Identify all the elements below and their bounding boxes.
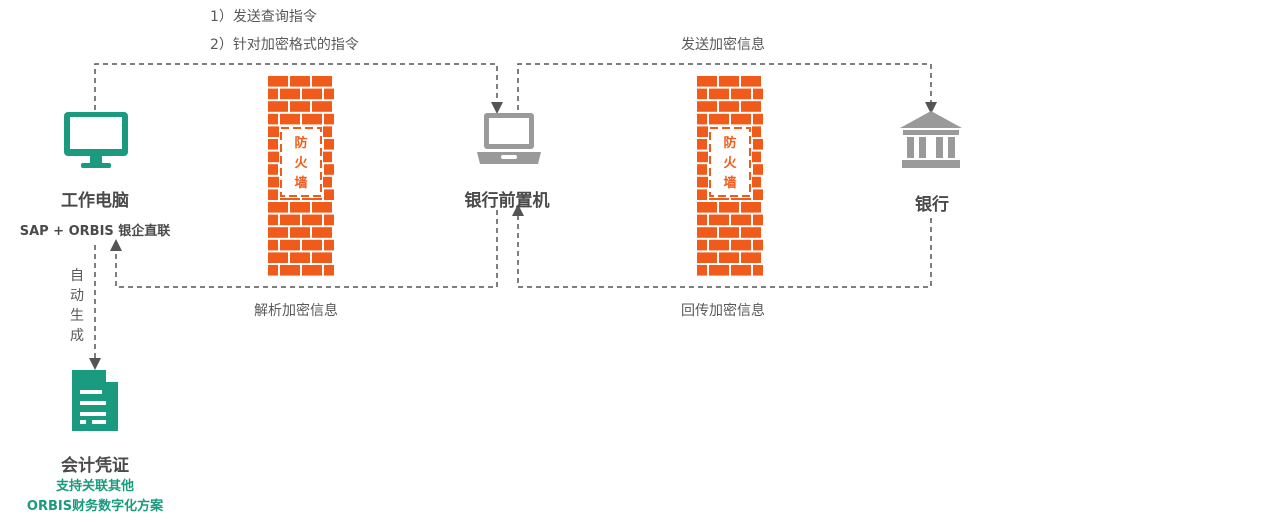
firewall-right: 防 火 墙 <box>697 76 763 278</box>
brick-wall-icon <box>697 76 763 276</box>
firewall-char: 防 <box>723 136 737 151</box>
monitor-icon <box>63 111 129 171</box>
firewall-char: 墙 <box>294 176 308 191</box>
firewall-char: 防 <box>294 136 308 151</box>
laptop-icon <box>476 112 542 166</box>
auto-generate-char: 自 <box>70 268 84 284</box>
voucher-subtitle-2: ORBIS财务数字化方案 <box>26 499 164 514</box>
auto-generate-label: 自 动 生 成 <box>69 266 85 346</box>
document-icon <box>70 368 120 433</box>
query-note-2: 2）针对加密格式的指令 <box>210 37 359 53</box>
send-encrypted-arrow <box>517 63 937 114</box>
brick-wall-icon <box>268 76 334 276</box>
return-encrypted-note: 回传加密信息 <box>681 303 765 319</box>
send-encrypted-note: 发送加密信息 <box>681 37 765 53</box>
firewall-label: 防 火 墙 <box>293 134 309 194</box>
voucher-title: 会计凭证 <box>61 456 129 476</box>
firewall-char: 火 <box>723 156 737 171</box>
front-server-title: 银行前置机 <box>464 191 550 211</box>
bank-title: 银行 <box>915 195 949 215</box>
auto-generate-char: 成 <box>70 328 84 344</box>
firewall-label: 防 火 墙 <box>722 134 738 194</box>
workstation-title: 工作电脑 <box>61 191 129 211</box>
workstation-subtitle: SAP + ORBIS 银企直联 <box>19 224 171 239</box>
firewall-char: 火 <box>294 156 308 171</box>
firewall-left: 防 火 墙 <box>268 76 334 278</box>
parse-return-arrow <box>110 210 498 288</box>
voucher-subtitle-1: 支持关联其他 <box>55 479 134 494</box>
auto-generate-char: 动 <box>70 288 84 304</box>
parse-note: 解析加密信息 <box>254 303 338 319</box>
firewall-char: 墙 <box>723 176 737 191</box>
auto-generate-char: 生 <box>70 308 84 324</box>
bank-building-icon <box>899 110 963 170</box>
query-arrow <box>94 63 503 114</box>
query-note-1: 1）发送查询指令 <box>210 9 317 25</box>
